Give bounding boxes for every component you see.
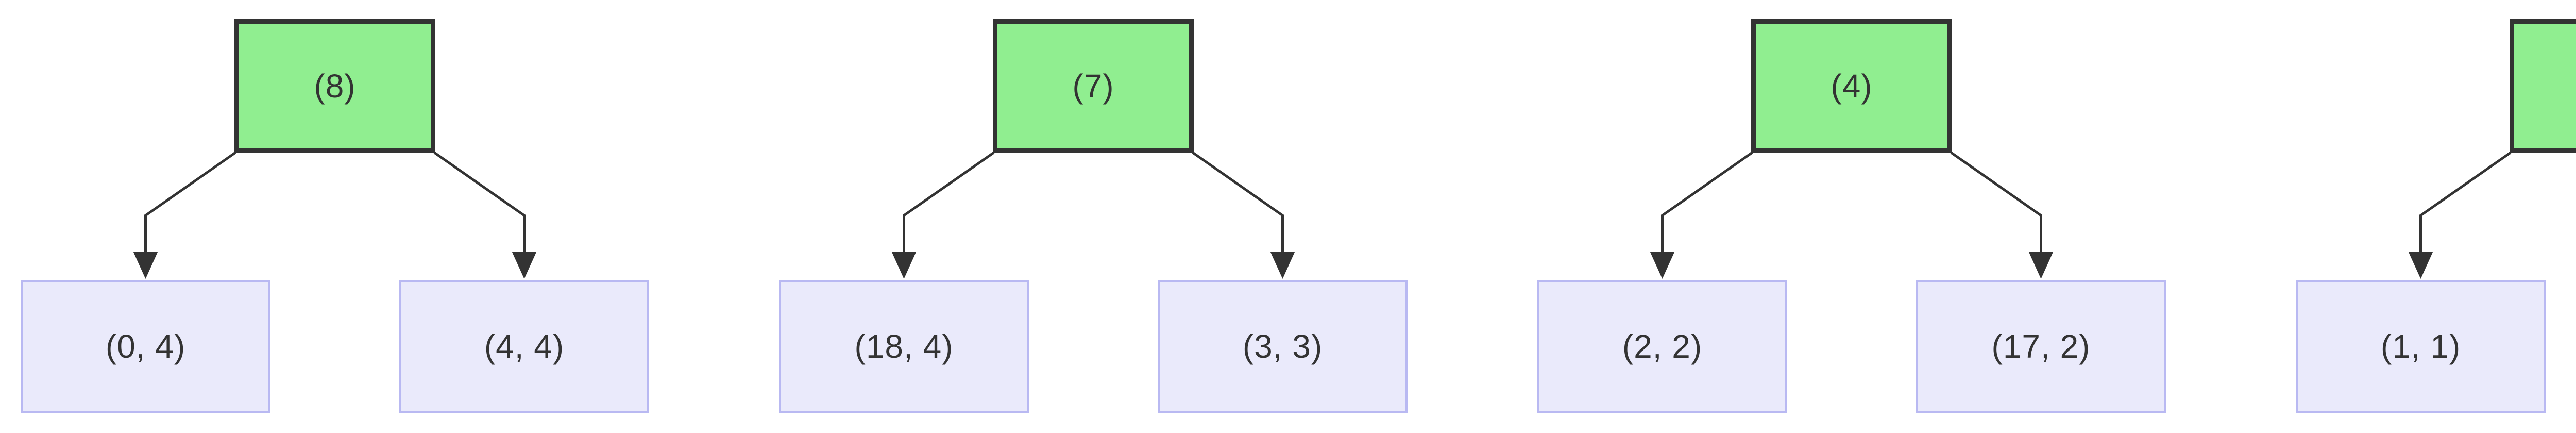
root-node: (7) [993,19,1194,153]
child-label: (4, 4) [484,328,565,365]
child-node-right: (17, 2) [1916,280,2166,413]
edge-right [1950,151,2042,255]
child-label: (18, 4) [854,328,954,365]
tree-1: (8) (0, 4) (4, 4) [21,0,649,433]
tree-4: (2) (1, 1) (16, 1) [2296,0,2576,433]
root-label: (8) [314,68,356,105]
child-node-left: (2, 2) [1537,280,1787,413]
tree-3: (4) (2, 2) (17, 2) [1537,0,2166,433]
child-node-right: (4, 4) [399,280,649,413]
root-label: (7) [1072,68,1114,105]
child-label: (0, 4) [105,328,186,365]
edge-right [1192,151,1284,255]
arrowhead-right-icon [1270,252,1295,279]
child-label: (2, 2) [1622,328,1703,365]
edge-right [433,151,526,255]
arrowhead-left-icon [1650,252,1675,279]
edge-left [144,151,236,255]
tree-2: (7) (18, 4) (3, 3) [779,0,1408,433]
root-node: (8) [234,19,435,153]
edge-left [1661,151,1753,255]
arrowhead-left-icon [2408,252,2433,279]
child-label: (3, 3) [1242,328,1323,365]
arrowhead-right-icon [512,252,537,279]
root-label: (4) [1831,68,1873,105]
edge-left [2419,151,2512,255]
edge-left [903,151,995,255]
child-label: (1, 1) [2380,328,2461,365]
child-node-left: (18, 4) [779,280,1029,413]
root-node: (2) [2510,19,2576,153]
arrowhead-right-icon [2028,252,2054,279]
arrowhead-left-icon [133,252,158,279]
child-label: (17, 2) [1991,328,2091,365]
child-node-right: (3, 3) [1158,280,1408,413]
child-node-left: (0, 4) [21,280,270,413]
arrowhead-left-icon [891,252,917,279]
root-node: (4) [1751,19,1952,153]
child-node-left: (1, 1) [2296,280,2546,413]
